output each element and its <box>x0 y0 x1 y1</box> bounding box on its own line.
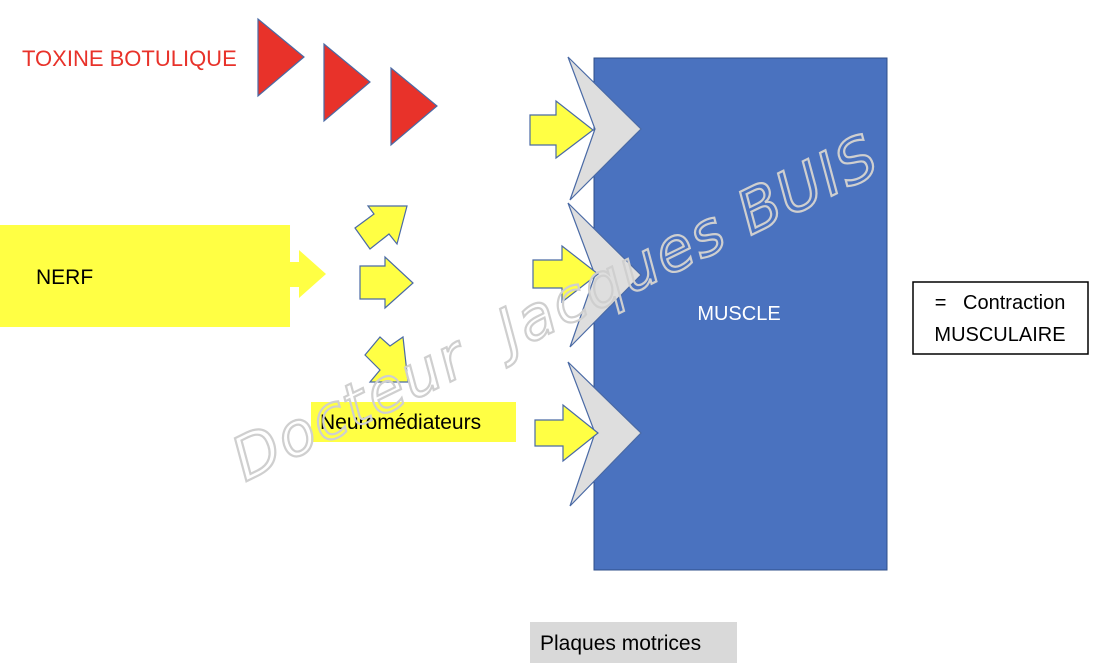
neurotransmitters-label-box <box>311 402 516 442</box>
plate-input-arrow-2 <box>532 244 599 304</box>
nerve-label: NERF <box>36 266 93 289</box>
neurotransmitters-label: Neuromédiateurs <box>320 411 481 434</box>
neurotransmitter-arrow-right <box>359 255 414 310</box>
nerve-block <box>0 225 290 327</box>
toxin-triangle-3 <box>390 66 438 147</box>
toxin-label: TOXINE BOTULIQUE <box>22 46 237 71</box>
motor-plate-3 <box>567 361 642 507</box>
muscle-block <box>593 57 888 571</box>
muscle-label: MUSCLE <box>697 303 780 325</box>
motor-plates-caption: Plaques motrices <box>540 632 701 655</box>
motor-plate-1 <box>567 56 642 201</box>
toxin-triangle-2 <box>323 42 371 123</box>
neurotransmitter-arrow-down <box>364 335 409 383</box>
neurotransmitter-arrow-up <box>354 205 408 250</box>
motor-plate-2 <box>567 202 642 348</box>
plate-input-arrow-3 <box>534 403 599 463</box>
plate-input-arrow-1 <box>529 99 594 160</box>
result-line-1: = Contraction <box>935 292 1066 314</box>
nerve-tip-arrow <box>290 250 326 298</box>
result-line-2: MUSCULAIRE <box>934 324 1065 346</box>
motor-plates-caption-box <box>530 622 737 663</box>
toxin-triangle-1 <box>257 17 305 98</box>
result-box <box>912 281 1089 355</box>
